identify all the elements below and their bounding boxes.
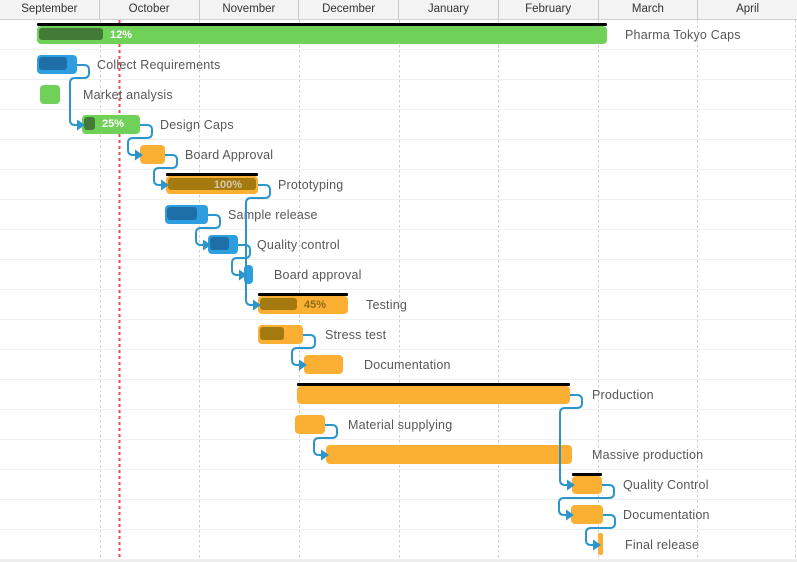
task-bar-market-analysis[interactable] xyxy=(40,85,60,104)
month-header-cell: March xyxy=(599,0,699,19)
summary-top-line xyxy=(572,473,602,476)
month-header-cell: April xyxy=(736,3,760,15)
task-name-label: Board Approval xyxy=(185,148,274,162)
gantt-row xyxy=(0,410,797,440)
task-name-label: Production xyxy=(592,388,654,402)
gantt-row xyxy=(0,530,797,560)
gantt-row xyxy=(0,350,797,380)
task-name-label: Pharma Tokyo Caps xyxy=(625,28,741,42)
bottom-edge-strip xyxy=(0,560,797,562)
month-header-cell: November xyxy=(200,0,300,19)
task-bar-material-supplying[interactable] xyxy=(295,415,325,434)
task-name-label: Massive production xyxy=(592,448,704,462)
task-name-label: Testing xyxy=(366,298,408,312)
task-progress-fill xyxy=(84,117,95,130)
task-name-label: Material supplying xyxy=(348,418,453,432)
task-bar-massive-production[interactable] xyxy=(326,445,572,464)
task-name-label: Sample release xyxy=(228,208,318,222)
task-name-label: Documentation xyxy=(364,358,451,372)
task-name-label: Prototyping xyxy=(278,178,344,192)
gantt-row xyxy=(0,320,797,350)
task-name-label: Board approval xyxy=(274,268,362,282)
task-name-label: Collect Requirements xyxy=(97,58,221,72)
task-bar-board-approval-2[interactable] xyxy=(244,265,253,284)
progress-percent-label: 100% xyxy=(213,179,242,191)
task-name-label: Quality control xyxy=(257,238,340,252)
summary-bar-testing[interactable] xyxy=(258,296,348,314)
month-header-cell: September xyxy=(0,0,100,19)
task-progress-fill xyxy=(39,57,67,70)
progress-percent-label: 25% xyxy=(102,118,125,130)
milestone-bar-final-release[interactable] xyxy=(598,533,603,555)
task-bar-board-approval[interactable] xyxy=(140,145,165,164)
gantt-row xyxy=(0,80,797,110)
task-name-label: Documentation xyxy=(623,508,710,522)
progress-percent-label: 12% xyxy=(110,29,133,41)
task-name-label: Stress test xyxy=(325,328,387,342)
task-name-label: Market analysis xyxy=(83,88,173,102)
task-progress-fill xyxy=(260,327,284,340)
task-progress-fill xyxy=(260,298,297,310)
progress-percent-label: 45% xyxy=(304,299,327,311)
task-name-label: Design Caps xyxy=(160,118,234,132)
task-progress-fill xyxy=(246,267,247,280)
task-progress-fill xyxy=(167,207,197,220)
summary-bar-quality-control-2[interactable] xyxy=(572,476,602,494)
gantt-row xyxy=(0,500,797,530)
task-bar-sample-release[interactable] xyxy=(165,205,208,224)
summary-top-line xyxy=(166,173,258,176)
month-header-cell: January xyxy=(399,0,499,19)
task-progress-fill xyxy=(39,28,103,40)
task-name-label: Quality Control xyxy=(623,478,709,492)
gantt-row xyxy=(0,170,797,200)
summary-top-line xyxy=(297,383,570,386)
task-bar-quality-control[interactable] xyxy=(208,235,238,254)
task-bar-stress-test[interactable] xyxy=(258,325,303,344)
gantt-row xyxy=(0,200,797,230)
month-header-cell: February xyxy=(499,0,599,19)
month-header-cell: October xyxy=(100,0,200,19)
task-progress-fill xyxy=(168,178,256,190)
gantt-row xyxy=(0,290,797,320)
task-progress-fill xyxy=(210,237,229,250)
summary-bar-production[interactable] xyxy=(297,386,570,404)
gantt-row xyxy=(0,470,797,500)
task-name-label: Final release xyxy=(625,538,700,552)
task-bar-documentation[interactable] xyxy=(304,355,343,374)
task-bar-documentation-2[interactable] xyxy=(571,505,603,524)
gantt-row xyxy=(0,50,797,80)
summary-top-line xyxy=(258,293,348,296)
gantt-row xyxy=(0,260,797,290)
task-bar-collect-requirements[interactable] xyxy=(37,55,77,74)
summary-bar-pharma-tokyo-caps[interactable] xyxy=(37,26,607,44)
summary-top-line xyxy=(37,23,607,26)
month-header-cell: December xyxy=(299,0,399,19)
summary-bar-prototyping[interactable] xyxy=(166,176,258,194)
gantt-row xyxy=(0,230,797,260)
